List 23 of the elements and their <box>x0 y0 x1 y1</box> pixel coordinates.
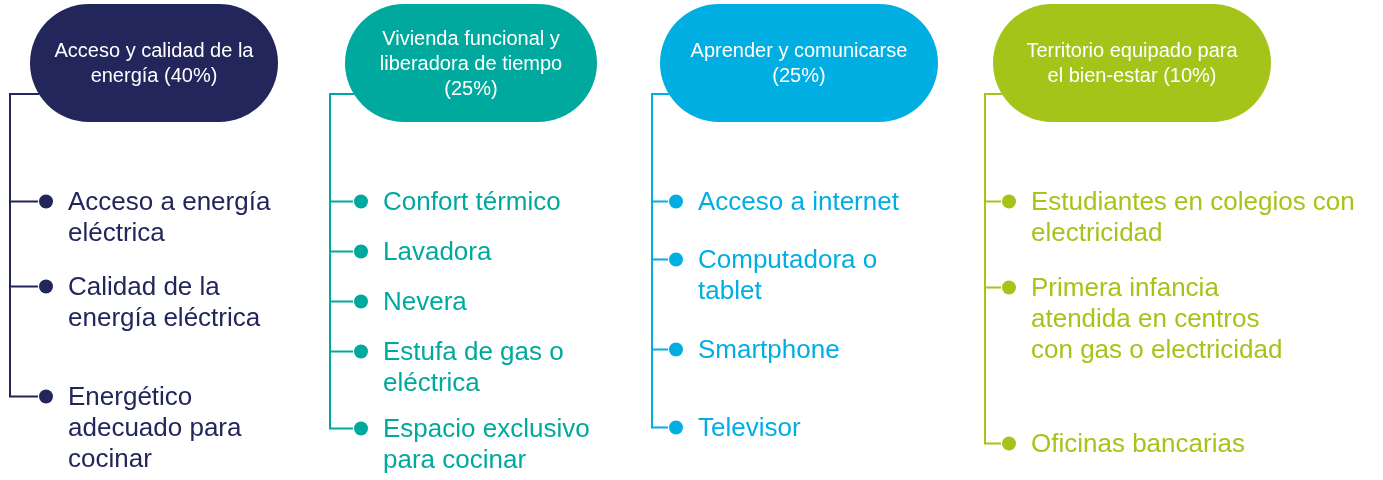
bullet-item: Smartphone <box>668 334 968 365</box>
bullet-item: Acceso a internet <box>668 186 968 217</box>
bullet-item: Computadora o tablet <box>668 244 928 306</box>
bullet-item: Energético adecuado para cocinar <box>38 381 288 474</box>
category-pill: Aprender y comunicarse (25%) <box>660 4 938 122</box>
connector-line <box>9 93 53 404</box>
bullet-item: Televisor <box>668 412 968 443</box>
bullet-item: Espacio exclusivo para cocinar <box>353 413 643 475</box>
bullet-item: Lavadora <box>353 236 643 267</box>
bullet-item: Nevera <box>353 286 643 317</box>
bullet-item: Primera infancia atendida en centros con gas o electricidad <box>1001 272 1291 365</box>
connector-line <box>329 93 368 436</box>
category-pill: Territorio equipado para el bien-estar (10%) <box>993 4 1271 122</box>
category-pill: Vivienda funcional y liberadora de tiempo (25%) <box>345 4 597 122</box>
bullet-item: Confort térmico <box>353 186 643 217</box>
category-pill: Acceso y calidad de la energía (40%) <box>30 4 278 122</box>
bullet-item: Calidad de la energía eléctrica <box>38 271 288 333</box>
bullet-item: Acceso a energía eléctrica <box>38 186 328 248</box>
connector-line <box>651 93 683 435</box>
connector-line <box>984 93 1016 451</box>
bullet-item: Estudiantes en colegios con electricidad <box>1001 186 1373 248</box>
bullet-item: Oficinas bancarias <box>1001 428 1341 459</box>
bullet-item: Estufa de gas o eléctrica <box>353 336 603 398</box>
